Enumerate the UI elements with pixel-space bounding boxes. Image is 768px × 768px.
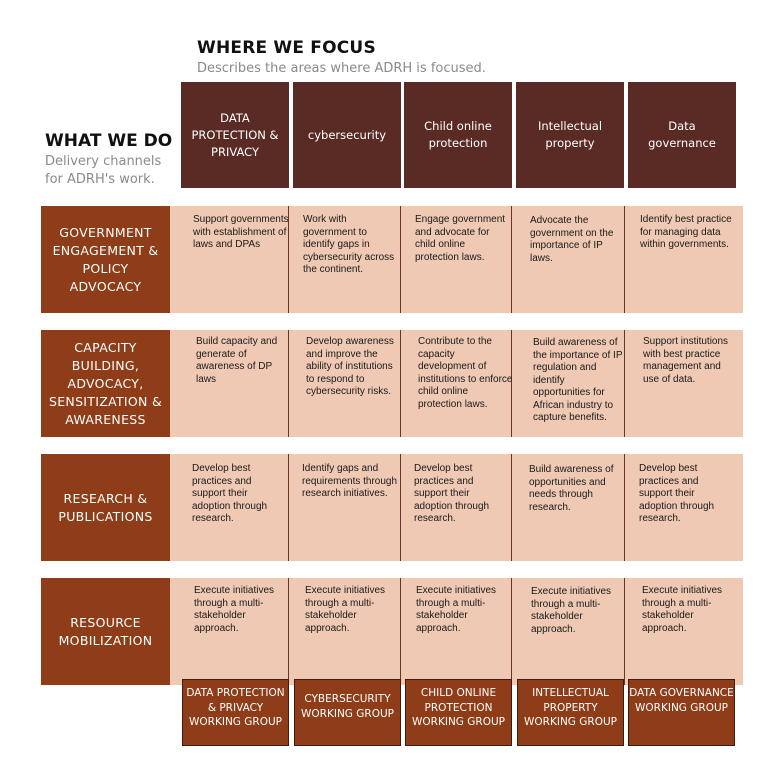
working-group-data-protection: DATA PROTECTION & PRIVACY WORKING GROUP	[182, 679, 289, 746]
column-divider	[511, 330, 512, 437]
column-divider	[288, 206, 289, 313]
cell-capacity-child-online: Contribute to the capacity development o…	[418, 336, 513, 410]
cell-capacity-data-governance: Support institutions with best practice …	[643, 336, 729, 385]
column-header-cybersecurity: cybersecurity	[293, 82, 401, 188]
column-divider	[400, 330, 401, 437]
cell-resource-cybersecurity: Execute initiatives through a multi-stak…	[305, 585, 386, 634]
row-header-government-engagement: GOVERNMENT ENGAGEMENT & POLICY ADVOCACY	[41, 206, 170, 313]
cell-government-cybersecurity: Work with government to identify gaps in…	[303, 214, 395, 275]
cell-government-ip: Advocate the government on the importanc…	[530, 215, 614, 264]
working-group-child-online-protection: CHILD ONLINE PROTECTION WORKING GROUP	[405, 679, 512, 746]
column-divider	[288, 454, 289, 561]
row-header-capacity-building: CAPACITY BUILDING, ADVOCACY, SENSITIZATI…	[41, 330, 170, 437]
cell-capacity-ip: Build awareness of the importance of IP …	[533, 337, 623, 423]
cell-research-data-protection: Develop best practices and support their…	[192, 463, 268, 524]
working-group-cybersecurity: CYBERSECURITY WORKING GROUP	[294, 679, 401, 746]
column-divider	[288, 578, 289, 685]
column-divider	[400, 578, 401, 685]
focus-subtitle: Describes the areas where ADRH is focuse…	[197, 61, 486, 76]
working-group-data-governance: DATA GOVERNANCE WORKING GROUP	[628, 679, 735, 746]
column-header-child-online-protection: Child online protection	[404, 82, 512, 188]
cell-government-data-protection: Support governments with establishment o…	[193, 214, 289, 250]
do-subtitle: Delivery channels for ADRH's work.	[45, 154, 162, 187]
working-group-intellectual-property: INTELLECTUAL PROPERTY WORKING GROUP	[517, 679, 624, 746]
cell-resource-child-online: Execute initiatives through a multi-stak…	[416, 585, 497, 634]
cell-research-data-governance: Develop best practices and support their…	[639, 463, 715, 524]
cell-capacity-data-protection: Build capacity and generate of awareness…	[196, 336, 278, 385]
row-header-research: RESEARCH & PUBLICATIONS	[41, 454, 170, 561]
column-divider	[624, 206, 625, 313]
cell-resource-ip: Execute initiatives through a multi-stak…	[531, 586, 612, 635]
column-divider	[624, 454, 625, 561]
cell-government-child-online: Engage government and advocate for child…	[415, 214, 506, 263]
column-header-intellectual-property: Intellectual property	[516, 82, 624, 188]
cell-resource-data-protection: Execute initiatives through a multi-stak…	[194, 585, 275, 634]
column-divider	[511, 578, 512, 685]
cell-research-ip: Build awareness of opportunities and nee…	[529, 464, 614, 513]
column-header-data-governance: Data governance	[628, 82, 736, 188]
column-divider	[511, 454, 512, 561]
cell-capacity-cybersecurity: Develop awareness and improve the abilit…	[306, 336, 394, 397]
column-divider	[624, 578, 625, 685]
cell-government-data-governance: Identify best practice for managing data…	[640, 214, 732, 250]
column-header-data-protection: DATA PROTECTION & PRIVACY	[181, 82, 289, 188]
cell-research-child-online: Develop best practices and support their…	[414, 463, 490, 524]
cell-resource-data-governance: Execute initiatives through a multi-stak…	[642, 585, 723, 634]
do-title: WHAT WE DO	[45, 131, 173, 151]
column-divider	[400, 206, 401, 313]
column-divider	[400, 454, 401, 561]
column-divider	[511, 206, 512, 313]
column-divider	[288, 330, 289, 437]
row-header-resource-mobilization: RESOURCE MOBILIZATION	[41, 578, 170, 685]
cell-research-cybersecurity: Identify gaps and requirements through r…	[302, 463, 398, 499]
focus-title: WHERE WE FOCUS	[197, 38, 376, 58]
column-divider	[624, 330, 625, 437]
